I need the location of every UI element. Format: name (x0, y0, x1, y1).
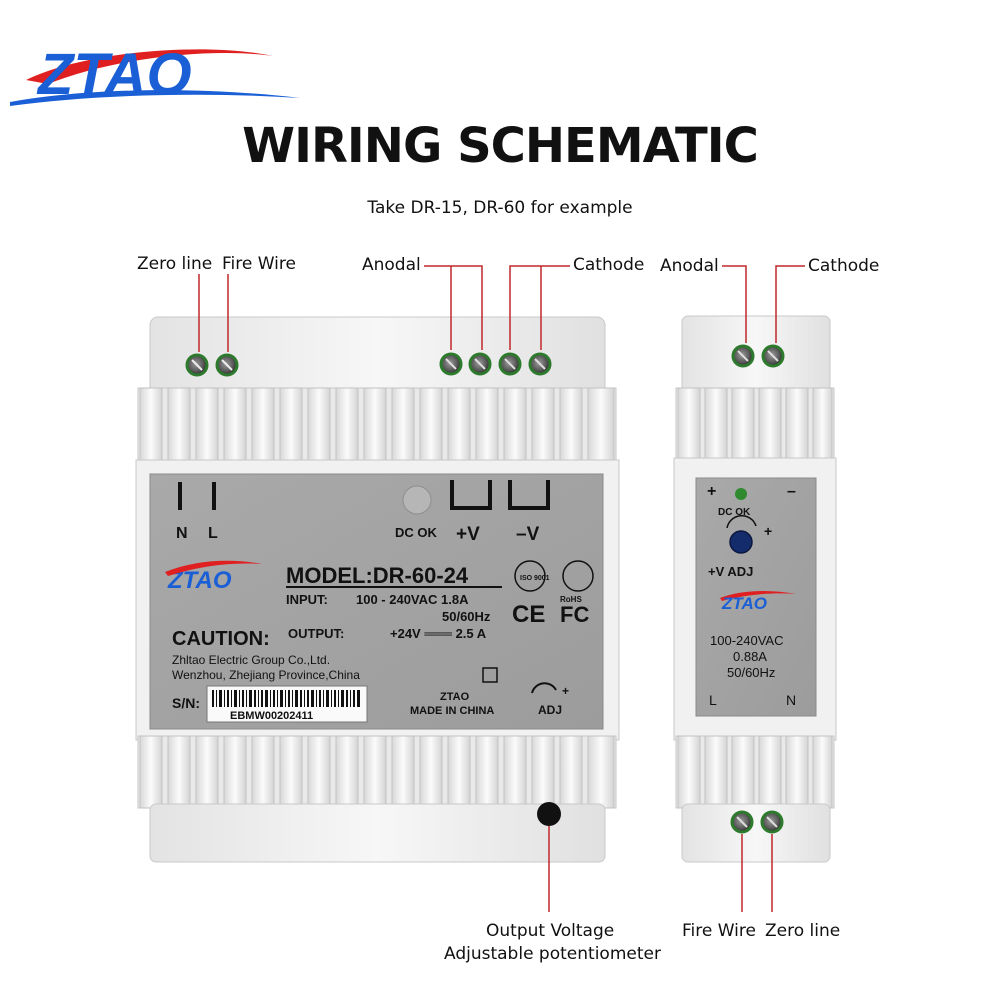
dr15-anodal-leader (722, 265, 747, 343)
dr60-barcode (212, 690, 360, 707)
dr15-potentiometer (729, 530, 753, 554)
dr60-n-mark: N (176, 525, 188, 542)
dr60-maker: ZTAO (440, 691, 470, 703)
dr60-anodal-label: Anodal (362, 255, 421, 275)
dr60-sn-label: S/N: (172, 695, 200, 711)
dr15-cathode-label: Cathode (808, 256, 880, 276)
dr60-plus-v: +V (456, 524, 480, 545)
dr15-dc-ok: DC OK (718, 507, 751, 518)
dr60-pot-label-line2: Adjustable potentiometer (444, 944, 661, 964)
dr60-fins-top (139, 387, 615, 469)
ztao-logo: ZTAO (10, 42, 300, 107)
dr15-zero-line-label: Zero line (765, 921, 841, 941)
dr60-made-in: MADE IN CHINA (410, 705, 494, 717)
dr15-fins-top (677, 387, 833, 465)
dr60-company-line2: Wenzhou, Zhejiang Province,China (172, 668, 360, 682)
dr15-logo-swoosh (720, 590, 796, 601)
dr15-logo: ZTAO (721, 594, 767, 613)
dr60-potentiometer-knob (537, 802, 561, 826)
dr60-dc-ok-led (402, 485, 432, 515)
svg-text:+: + (562, 684, 569, 698)
svg-text:RoHS: RoHS (560, 595, 582, 604)
svg-text:ISO 9001: ISO 9001 (520, 575, 550, 582)
dr15-module: + – DC OK + +V ADJ ZTAO 100-240VAC 0.88A… (673, 315, 837, 863)
dr60-l-mark: L (208, 525, 218, 542)
dr15-l-mark: L (709, 692, 717, 708)
svg-text:+: + (764, 523, 772, 539)
dr60-iso-icon (514, 560, 546, 592)
dr60-fins-bottom (139, 735, 615, 809)
dr60-company-line1: Zhltao Electric Group Co.,Ltd. (172, 653, 330, 667)
dr15-input-freq: 50/60Hz (727, 665, 775, 680)
dr15-bottom-body (681, 803, 831, 863)
logo-swoosh-red (26, 49, 273, 84)
dr60-rohs-icon (562, 560, 594, 592)
dr15-cathode-leader (775, 265, 805, 343)
logo-swoosh-blue (10, 90, 300, 106)
dr60-sn-value: EBMW00202411 (230, 710, 313, 722)
dr15-adj-arrow-icon (726, 514, 757, 529)
dr60-logo-swoosh (165, 560, 262, 576)
dr15-fins-bottom (677, 735, 833, 809)
dr15-input-value: 100-240VAC (710, 633, 783, 648)
dr15-plus-v-adj: +V ADJ (708, 564, 753, 579)
dr60-input-value: 100 - 240VAC 1.8A (356, 592, 469, 607)
dr60-dc-ok: DC OK (395, 525, 438, 540)
dr60-input-freq: 50/60Hz (442, 609, 491, 624)
dr60-maker-box (482, 667, 498, 683)
dr60-output-value: +24V ═══ 2.5 A (390, 626, 487, 641)
dr60-input-label: INPUT: (286, 592, 328, 607)
dr60-model: MODEL:DR-60-24 (286, 563, 469, 588)
dr15-top-body (681, 315, 831, 401)
dr60-cathode-leader (509, 265, 570, 350)
dr60-terminal-marks (178, 480, 550, 510)
dr60-cathode-label: Cathode (573, 255, 645, 275)
dr60-minus-v: –V (516, 524, 540, 545)
dr60-zero-line-label: Zero line (137, 254, 213, 274)
dr60-pot-label-line1: Output Voltage (486, 921, 615, 941)
dr15-dc-ok-led (735, 488, 747, 500)
dr60-output-label: OUTPUT: (288, 626, 344, 641)
dr60-adj-arrow-icon (531, 682, 557, 694)
dr15-minus: – (787, 483, 796, 500)
dr15-input-current: 0.88A (733, 649, 767, 664)
dr60-anodal-leader (424, 265, 483, 350)
callout-lines (198, 265, 805, 912)
dr60-sn-sticker (206, 685, 368, 723)
dr15-fire-wire-label: Fire Wire (682, 921, 756, 941)
dr60-adj: ADJ (538, 703, 562, 717)
dr15-n-mark: N (786, 692, 796, 708)
dr60-fire-wire-label: Fire Wire (222, 254, 296, 274)
dr15-anodal-label: Anodal (660, 256, 719, 276)
dr60-caution: CAUTION: (172, 628, 270, 650)
dr15-label-plate (695, 477, 817, 717)
dr60-bottom-body (149, 803, 606, 863)
dr60-module: N L DC OK +V –V ZTAO MODEL:DR-60-24 INPU… (135, 316, 620, 863)
dr60-fc-icon: FC (560, 602, 589, 627)
page-subtitle: Take DR-15, DR-60 for example (367, 198, 633, 218)
page-title: WIRING SCHEMATIC (242, 118, 759, 174)
dr15-plus: + (707, 483, 716, 500)
dr60-ce-icon: CE (512, 601, 545, 628)
